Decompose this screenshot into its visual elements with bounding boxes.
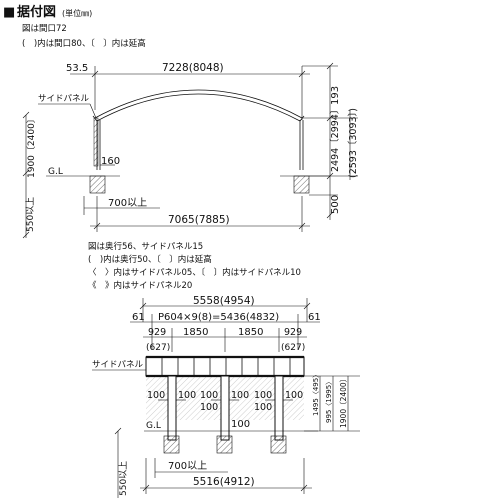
note-side-panel-20: 《 》内はサイドパネル20 — [88, 280, 192, 291]
tick-mark — [303, 302, 311, 310]
right-1900-label: 1900〔2400〕 — [339, 375, 348, 428]
roof-panels — [145, 356, 305, 377]
top-elevation: 53.5 7228(8048) サイドパネル 1900〔2400〕 G.L 16… — [22, 62, 359, 239]
margin-61-left: 61 — [132, 312, 145, 323]
tick-mark — [139, 302, 147, 310]
dim-700-label: 700以上 — [108, 197, 147, 209]
dim-160-label: 160 — [101, 156, 120, 167]
dim-100-e: 100 — [254, 390, 272, 401]
right-500-label: 500 — [330, 195, 341, 214]
left-offset-label: 53.5 — [66, 63, 88, 74]
tick-mark — [22, 169, 30, 177]
left-foundation — [89, 175, 106, 194]
side-elevation: 5558(4954) 61 61 P604×9(8)=5436(4832) 92… — [92, 295, 360, 498]
tick-mark — [326, 62, 334, 70]
embed-depth-label-bottom: 550以上 — [118, 461, 129, 496]
note-brackets: ( )内は間口80、〔 〕内は延高 — [22, 38, 146, 49]
dim-100-c: 100 — [200, 390, 218, 401]
tick-mark — [326, 211, 334, 219]
note-depth: 図は奥行56、サイドパネル15 — [88, 241, 203, 252]
dim-700-label-bottom: 700以上 — [168, 460, 207, 472]
dim-100-mid: 100 — [231, 419, 250, 430]
dim-929-right: 929 — [284, 327, 302, 338]
bottom-width-label: 7065(7885) — [168, 214, 230, 226]
dim-100-g: 100 — [200, 402, 218, 413]
leader-line — [89, 103, 97, 119]
post-right — [274, 375, 284, 441]
post-left — [167, 375, 177, 441]
dim-1850-b: 1850 — [238, 327, 263, 338]
dim-627-left: (627) — [146, 343, 170, 353]
side-panel-label: サイドパネル — [38, 94, 90, 104]
right-foundation — [293, 175, 310, 194]
right-2593-label: (2593〔3093〕) — [347, 108, 359, 178]
tick-mark — [300, 484, 308, 492]
side-panel — [93, 117, 99, 167]
top-width-label: 7228(8048) — [162, 62, 224, 74]
tick-mark — [326, 172, 334, 180]
roof-edge — [299, 115, 305, 122]
tick-mark — [298, 222, 306, 230]
tick-mark — [22, 111, 30, 119]
dim-929-left: 929 — [148, 327, 166, 338]
total-width-label: 5558(4954) — [193, 295, 255, 307]
roof-arch-inner — [96, 93, 301, 122]
foundation-right — [270, 435, 287, 454]
side-panel-label-bottom: サイドパネル — [92, 360, 144, 370]
foundation-middle — [216, 435, 233, 454]
right-2494-label: 2494〔2994〕 — [329, 105, 341, 172]
note-frame-width: 図は間口72 — [22, 24, 67, 34]
dim-100-b: 100 — [178, 390, 196, 401]
unit-label: (単位㎜) — [62, 8, 92, 18]
tick-mark — [298, 70, 306, 78]
right-1495-label: 1495〈495〉 — [312, 371, 320, 416]
ground-line-label: G.L — [48, 167, 63, 177]
dim-100-f: 100 — [285, 390, 303, 401]
right-193-label: 193 — [330, 86, 341, 105]
note-depth-brackets: ( )内は奥行50、〔 〕内は延高 — [88, 254, 212, 265]
note-side-panel-05: 〈 〉内はサイドパネル05、〔 〕内はサイドパネル10 — [88, 267, 301, 278]
tick-mark — [114, 427, 122, 435]
bottom-width-label-2: 5516(4912) — [193, 476, 255, 488]
tick-mark — [93, 222, 101, 230]
dim-100-a: 100 — [147, 390, 165, 401]
left-height-label: 1900〔2400〕 — [26, 114, 37, 178]
dim-627-right: (627) — [281, 343, 305, 353]
tick-mark — [22, 231, 30, 239]
dim-100-h: 100 — [254, 402, 272, 413]
post-middle — [220, 375, 230, 441]
ground-line-label-bottom: G.L — [146, 421, 161, 431]
dim-1850-a: 1850 — [183, 327, 208, 338]
title-square: ■ — [3, 5, 15, 20]
page-title: 据付図 — [17, 4, 56, 20]
margin-61-right: 61 — [308, 312, 321, 323]
tick-mark — [326, 114, 334, 122]
foundation-left — [163, 435, 180, 454]
embed-depth-label: 550以上 — [25, 197, 36, 232]
dim-100-d: 100 — [231, 390, 249, 401]
tick-mark — [91, 70, 99, 78]
right-995-label: 995〈1995〉 — [325, 378, 333, 423]
roof-arch-outer — [94, 89, 303, 119]
tick-mark — [142, 484, 150, 492]
pitch-label: P604×9(8)=5436(4832) — [158, 312, 279, 323]
